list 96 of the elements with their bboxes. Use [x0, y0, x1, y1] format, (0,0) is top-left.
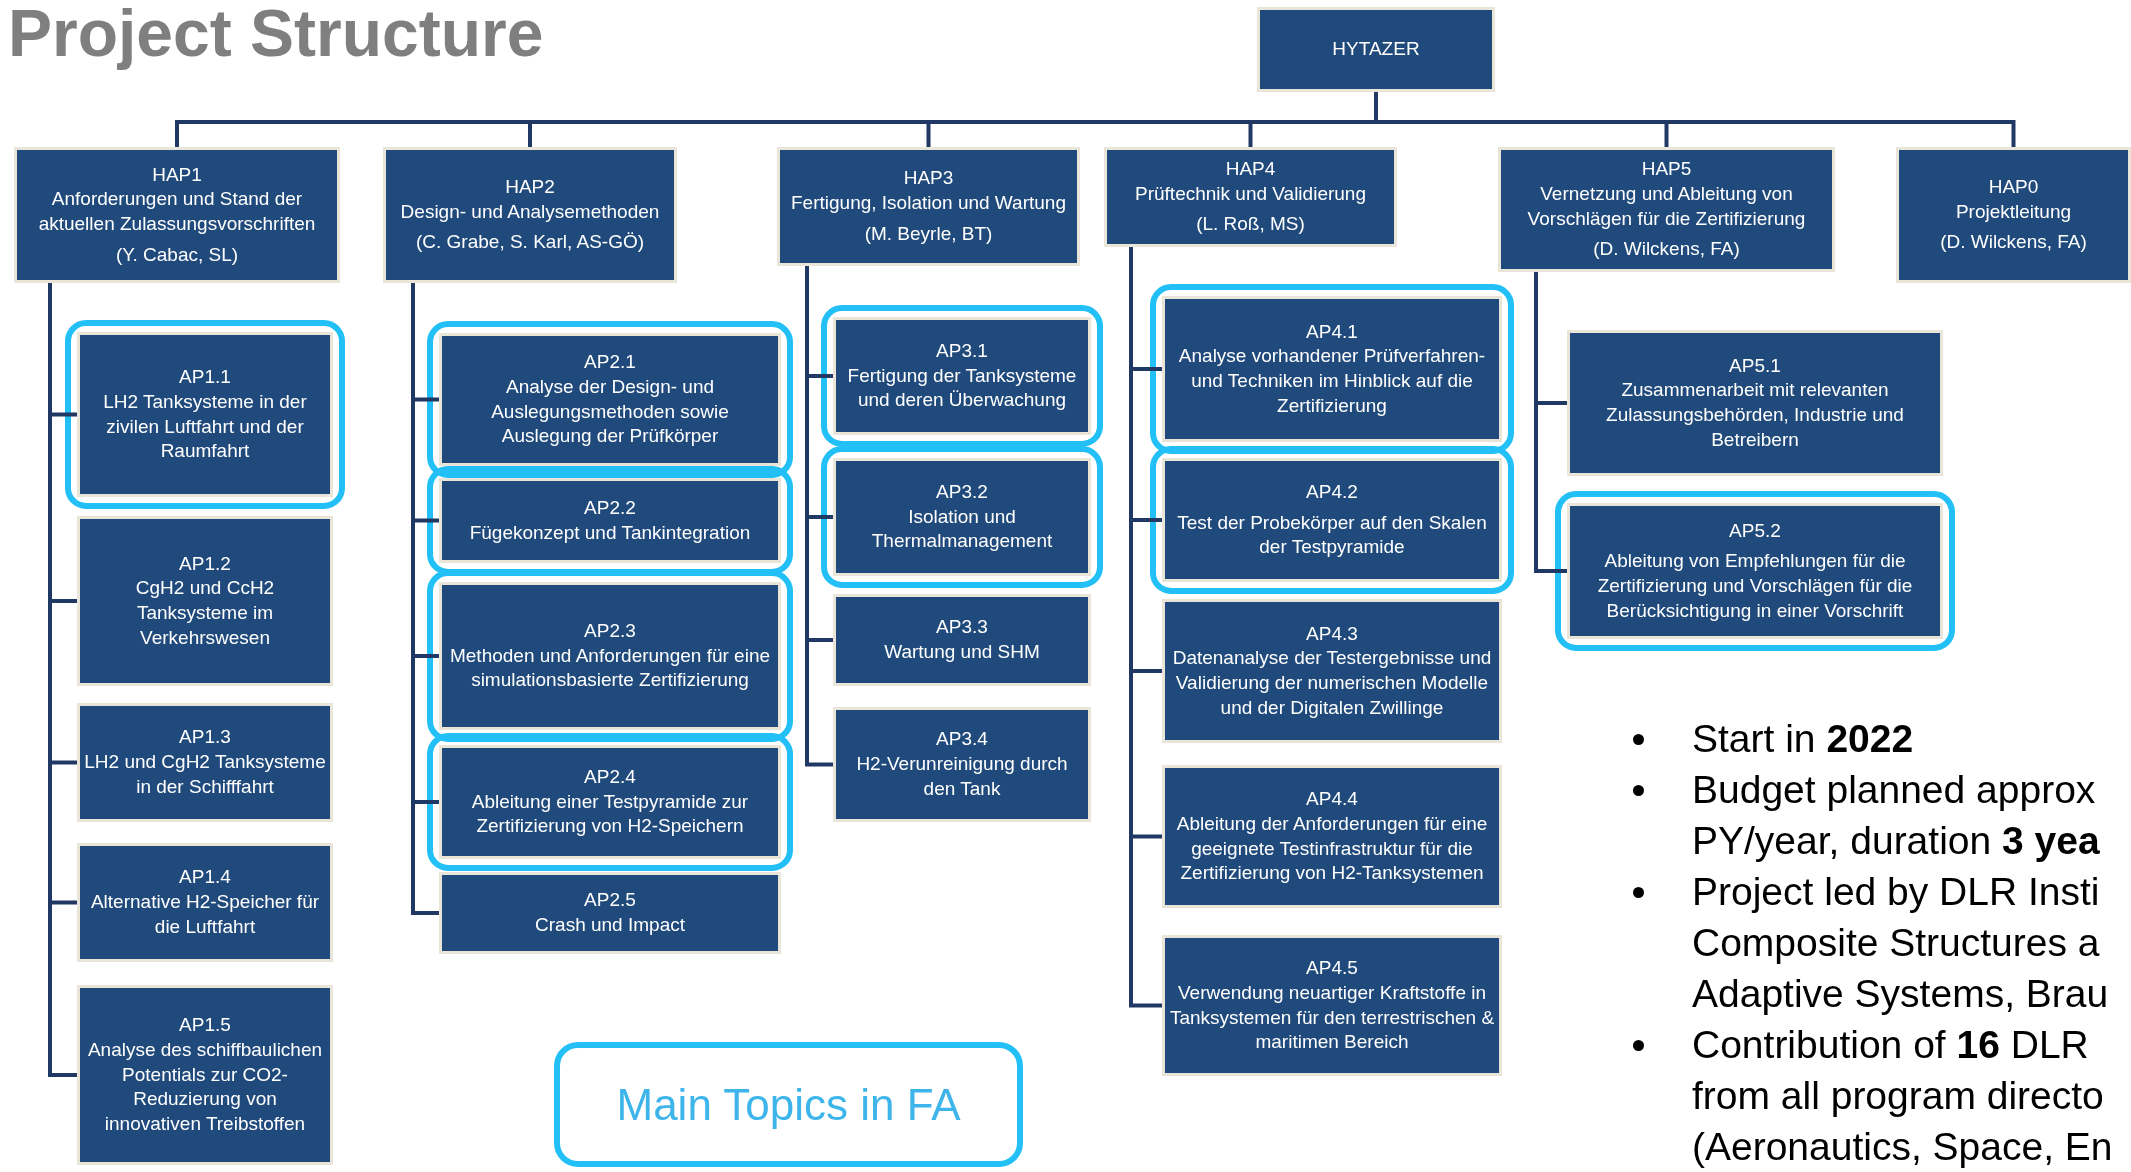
sub-package-box [1162, 935, 1502, 1076]
sub-package-box [439, 745, 781, 859]
sub-package-box [77, 516, 333, 686]
package-number: AP1.5 [179, 1013, 231, 1038]
bullet-text: Project led by DLR Insti Composite Structures a Adaptive Systems, Brau [1692, 869, 2110, 1017]
package-title: Verwendung neuartiger Kraftstoffe in Tanksystemen für den terrestrischen & maritimen Bereich [1169, 980, 1495, 1055]
package-title: Projektleitung [1955, 199, 2072, 224]
sub-package-box [77, 843, 333, 962]
package-title: CgH2 und CcH2 Tanksysteme im Verkehrswesen [134, 576, 276, 650]
package-number: AP4.2 [1306, 479, 1358, 504]
package-title: Ableitung von Empfehlungen für die Zertifizierung und Vorschlägen für die Berücksichtigung in einer Vorschrift [1596, 549, 1914, 623]
package-title: Analyse des schiffbaulichen Potentials zur CO2-Reduzierung von innovativen Treibstoffen [86, 1037, 324, 1137]
work-package-box [1498, 147, 1835, 272]
package-title: Analyse vorhandener Prüfverfahren- und Techniken im Hinblick auf die Zertifizierung [1177, 344, 1487, 418]
lead-name: (M. Beyrle, BT) [864, 221, 993, 246]
lead-name: (L. Roß, MS) [1196, 212, 1305, 237]
package-title: Anforderungen und Stand der aktuellen Zulassungsvorschriften [37, 187, 317, 236]
package-title: Design- und Analysemethoden [400, 199, 660, 224]
package-title: H2-Verunreinigung durch den Tank [855, 752, 1069, 801]
work-package-box [1104, 147, 1397, 247]
work-package-box [777, 147, 1080, 266]
package-number: AP2.3 [584, 618, 636, 643]
bullet-text: Contribution of 16 DLR from all program directo (Aeronautics, Space, En [1692, 1022, 2114, 1170]
sub-package-box [1567, 503, 1943, 639]
package-number: AP1.3 [179, 725, 231, 750]
package-number: AP1.2 [179, 551, 231, 576]
package-number: AP5.1 [1729, 353, 1781, 378]
package-number: AP3.2 [936, 479, 988, 504]
package-title: Fertigung der Tanksysteme und deren Überwachung [846, 363, 1078, 413]
bullet-text: Budget planned approx PY/year, duration 3 yea [1692, 767, 2101, 864]
package-number: AP2.2 [584, 495, 636, 520]
package-title: Analyse der Design- und Auslegungsmethoden sowie Auslegung der Prüfkörper [490, 374, 730, 449]
package-title: LH2 und CgH2 Tanksysteme in der Schifffahrt [84, 750, 326, 799]
package-number: HYTAZER [1332, 37, 1420, 62]
package-title: Crash und Impact [535, 913, 685, 937]
sub-package-box [1567, 330, 1943, 476]
package-number: HAP2 [505, 174, 555, 199]
package-number: HAP5 [1641, 157, 1692, 182]
package-title: Methoden und Anforderungen für eine simulationsbasierte Zertifizierung [448, 643, 772, 693]
work-package-box [1896, 147, 2131, 283]
package-number: AP1.1 [179, 365, 231, 390]
package-number: AP2.1 [584, 350, 636, 375]
package-number: AP3.4 [936, 727, 988, 752]
sub-package-box [439, 478, 781, 563]
package-number: HAP1 [152, 162, 202, 187]
package-number: AP2.5 [584, 888, 636, 913]
sub-package-box [439, 333, 781, 466]
sub-package-box [833, 458, 1091, 576]
package-title: Prüftechnik und Validierung [1135, 181, 1366, 206]
package-number: HAP3 [903, 166, 954, 191]
lead-name: (D. Wilckens, FA) [1593, 237, 1740, 262]
package-title: Isolation und Thermalmanagement [870, 504, 1054, 554]
package-title: Ableitung der Anforderungen für eine geeignete Testinfrastruktur für die Zertifizierung von H2-Tanksystemen [1175, 811, 1489, 886]
package-title: LH2 Tanksysteme in der zivilen Luftfahrt und der Raumfahrt [102, 389, 308, 464]
sub-package-box [77, 985, 333, 1165]
package-title: Alternative H2-Speicher für die Luftfahrt [89, 890, 321, 939]
package-number: AP1.4 [179, 865, 231, 890]
package-title: Ableitung einer Testpyramide zur Zertifizierung von H2-Speichern [470, 789, 750, 839]
package-title: Wartung und SHM [884, 640, 1040, 664]
package-title: Test der Probekörper auf den Skalen der Testpyramide [1176, 510, 1488, 560]
package-number: AP4.4 [1306, 787, 1358, 812]
legend-label: Main Topics in FA [616, 1079, 961, 1130]
work-package-box [383, 147, 677, 283]
project-box [1257, 7, 1495, 92]
sub-package-box [1162, 296, 1502, 442]
work-package-box [14, 147, 340, 283]
sub-package-box [77, 703, 333, 822]
package-number: AP3.1 [936, 338, 988, 363]
package-title: Zusammenarbeit mit relevanten Zulassungsbehörden, Industrie und Betreibern [1605, 378, 1905, 452]
package-number: AP3.3 [936, 615, 988, 640]
sub-package-box [1162, 599, 1502, 743]
sub-package-box [833, 707, 1091, 822]
connector-line [1534, 272, 1567, 573]
package-number: AP2.4 [584, 764, 636, 789]
sub-package-box [1162, 458, 1502, 582]
sub-package-box [439, 872, 781, 954]
lead-name: (C. Grabe, S. Karl, AS-GÖ) [415, 230, 645, 255]
package-title: Fertigung, Isolation und Wartung [791, 191, 1066, 216]
package-title: Datenanalyse der Testergebnisse und Validierung der numerischen Modelle und der Digitalen Zwillinge [1171, 646, 1493, 720]
connector-line [805, 266, 833, 767]
package-number: HAP0 [1988, 174, 2039, 199]
package-number: AP4.5 [1306, 956, 1358, 981]
package-number: HAP4 [1225, 156, 1276, 181]
sub-package-box [833, 317, 1091, 435]
sub-package-box [833, 594, 1091, 686]
package-number: AP5.2 [1729, 518, 1781, 543]
sub-package-box [439, 582, 781, 730]
package-title: Vernetzung und Ableitung von Vorschlägen für die Zertifizierung [1526, 181, 1807, 231]
sub-package-box [77, 332, 333, 497]
package-number: AP4.1 [1306, 319, 1358, 344]
lead-name: (D. Wilckens, FA) [1940, 230, 2087, 255]
lead-name: (Y. Cabac, SL) [115, 242, 239, 267]
package-title: Fügekonzept und Tankintegration [469, 520, 751, 545]
package-number: AP4.3 [1306, 621, 1358, 646]
bullet-text: Start in 2022 [1692, 716, 1915, 762]
sub-package-box [1162, 765, 1502, 908]
